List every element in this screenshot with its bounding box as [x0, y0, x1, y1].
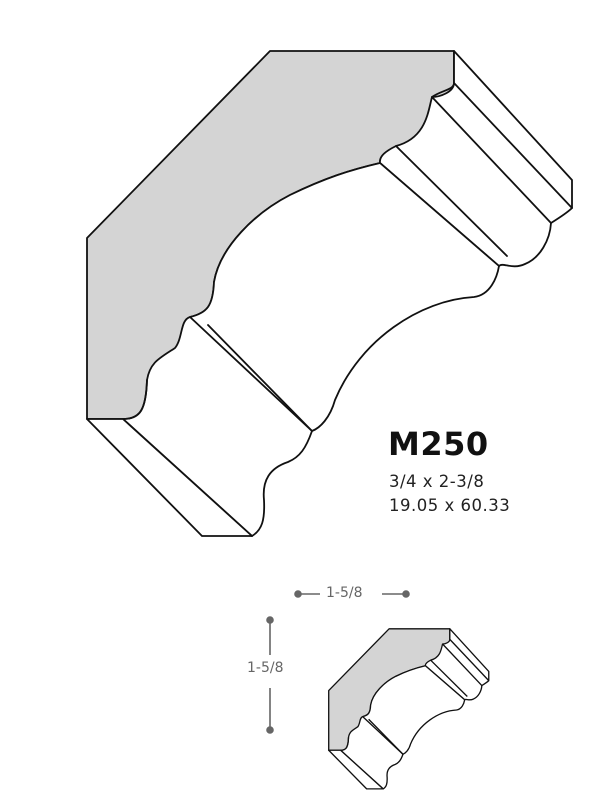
profile-code: M250: [388, 425, 489, 463]
profile-back-step: [431, 82, 455, 98]
profile-upper-bead: [498, 222, 552, 268]
profile-cove: [189, 162, 500, 432]
profile-size-imperial: 3/4 x 2-3/8: [389, 472, 485, 491]
dimension-lines: [266, 590, 410, 734]
thumbnail-profile: [328, 628, 490, 790]
large-profile: [86, 50, 573, 537]
width-dimension-end-right: [402, 590, 410, 598]
height-dimension-end-top: [266, 616, 274, 624]
width-dimension-end-left: [294, 590, 302, 598]
profile-lower-bead-line: [207, 324, 313, 432]
profile-lower-bead: [251, 430, 313, 537]
height-dimension-label: 1-5/8: [247, 660, 284, 676]
profile-back-face: [453, 50, 573, 209]
profile-size-metric: 19.05 x 60.33: [389, 496, 511, 515]
height-dimension-end-bottom: [266, 726, 274, 734]
profile-bottom-face: [86, 418, 253, 537]
profile-upper-bead-line: [395, 145, 508, 257]
width-dimension-label: 1-5/8: [326, 585, 363, 601]
